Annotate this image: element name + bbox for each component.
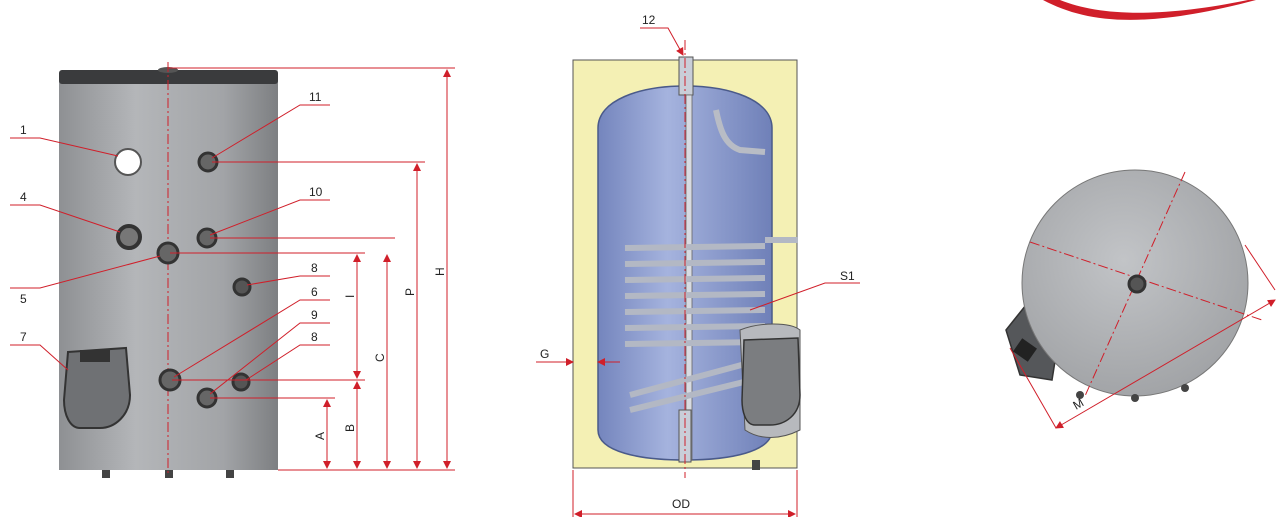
- dim-label-a: A: [313, 432, 327, 440]
- leader-8-lower: [245, 344, 330, 381]
- top-nozzle: [678, 56, 694, 96]
- dim-label-b: B: [343, 424, 357, 432]
- callout-5: 5: [20, 292, 27, 306]
- callout-6: 6: [311, 285, 318, 299]
- foot: [165, 470, 173, 478]
- outlet-pipe: [713, 109, 766, 155]
- callout-1: 1: [20, 123, 27, 137]
- top-center-connection: [1127, 274, 1147, 294]
- front-view: 1 4 5 7 11 10 8 6 9 8 A B I C P H: [10, 62, 455, 478]
- leader-8-upper: [246, 275, 330, 286]
- ext-m-right: [1244, 244, 1276, 291]
- callout-9: 9: [311, 308, 318, 322]
- dim-label-m: M: [1071, 395, 1087, 412]
- callout-g: G: [540, 347, 549, 361]
- callout-8-upper: 8: [311, 261, 318, 275]
- control-unit-top-display: [1013, 338, 1037, 362]
- callout-s1: S1: [840, 269, 855, 283]
- top-view: M: [1005, 169, 1276, 429]
- callout-10: 10: [309, 185, 323, 199]
- connection-1-opening: [114, 148, 142, 176]
- dim-label-h: H: [433, 267, 447, 276]
- foot: [102, 470, 110, 478]
- brand-swoosh: [1043, 0, 1256, 20]
- leader-s1: [749, 282, 860, 311]
- connection-8-lower: [231, 372, 251, 392]
- leader-1: [10, 137, 119, 157]
- leader-6: [173, 299, 330, 378]
- control-unit-display: [80, 350, 110, 362]
- callout-8-lower: 8: [311, 330, 318, 344]
- callout-11: 11: [309, 90, 322, 104]
- dim-label-c: C: [373, 353, 387, 362]
- connection-4: [116, 224, 142, 250]
- leader-12: [640, 27, 684, 56]
- dim-label-od: OD: [672, 497, 690, 511]
- leader-11: [211, 104, 330, 159]
- control-unit: [62, 346, 132, 429]
- dim-m: [1055, 299, 1276, 429]
- ext-m-left: [1009, 347, 1057, 429]
- callout-12: 12: [642, 13, 656, 27]
- rim-connection: [1131, 394, 1139, 402]
- section-view: 12 S1 G OD: [536, 13, 860, 517]
- leader-5: [10, 255, 161, 289]
- control-unit-cover: [741, 337, 801, 426]
- connection-8-upper: [232, 277, 252, 297]
- leader-9: [209, 322, 330, 395]
- callout-7: 7: [20, 330, 27, 344]
- foot: [226, 470, 234, 478]
- rim-connection: [1181, 384, 1189, 392]
- heat-exchanger-coil: [624, 237, 798, 413]
- foot: [752, 460, 760, 470]
- callout-4: 4: [20, 190, 27, 204]
- leader-7: [10, 344, 69, 371]
- leader-10: [209, 199, 330, 236]
- dim-label-p: P: [403, 288, 417, 296]
- leader-4: [10, 204, 121, 233]
- dim-label-i: I: [343, 295, 357, 298]
